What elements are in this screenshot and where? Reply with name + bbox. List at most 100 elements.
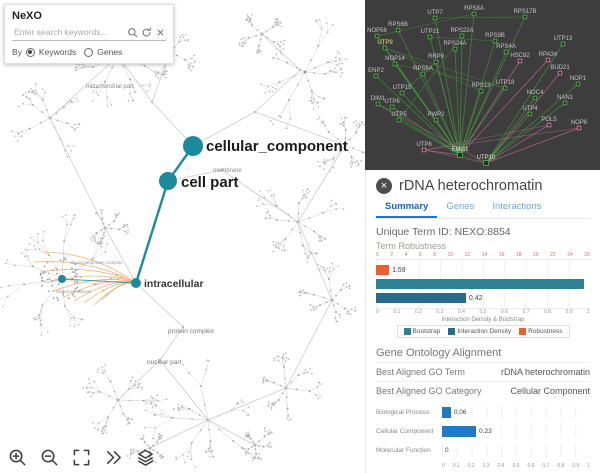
- network-node-label[interactable]: RPS17B: [513, 9, 536, 15]
- tree-node-label[interactable]: mitochondrial part: [86, 84, 134, 90]
- tab-genes[interactable]: Genes: [446, 201, 475, 212]
- network-node-label[interactable]: EMG1: [451, 147, 469, 153]
- network-node[interactable]: [532, 95, 538, 101]
- layers-button[interactable]: [136, 448, 155, 467]
- network-node-label[interactable]: RPS6B: [388, 22, 408, 28]
- interaction-network-canvas[interactable]: RPS6B UTP7 RPS8A RPS17B NOP56 UTP21 RPS22A RPS9…: [365, 0, 600, 170]
- network-node-label[interactable]: BUD21: [550, 65, 570, 71]
- network-node[interactable]: [382, 45, 388, 51]
- network-node[interactable]: [575, 81, 581, 87]
- network-node[interactable]: [471, 11, 477, 17]
- tab-interactions[interactable]: Interactions: [492, 201, 542, 212]
- network-node[interactable]: [545, 57, 551, 63]
- network-node[interactable]: [392, 61, 398, 67]
- radio-keywords-label[interactable]: Keywords: [38, 47, 77, 57]
- network-node[interactable]: [457, 152, 463, 158]
- network-node-label[interactable]: RPS13: [471, 83, 491, 89]
- network-node-label[interactable]: RPA34: [539, 52, 558, 58]
- zoom-in-button[interactable]: [8, 448, 27, 467]
- fit-screen-button[interactable]: [72, 448, 91, 467]
- network-node-label[interactable]: DIM1: [371, 96, 386, 102]
- network-node-label[interactable]: UTP6: [384, 99, 400, 105]
- network-node-label[interactable]: POL5: [541, 117, 557, 123]
- network-node[interactable]: [459, 33, 465, 39]
- network-node-label[interactable]: UTP8: [416, 142, 432, 148]
- network-node[interactable]: [433, 117, 439, 123]
- search-input[interactable]: [12, 26, 124, 38]
- network-node[interactable]: [374, 33, 380, 39]
- network-node-label[interactable]: RPS22A: [450, 28, 473, 34]
- collapse-button[interactable]: [104, 448, 123, 467]
- network-node-label[interactable]: RPS8A: [464, 6, 484, 12]
- network-node-label[interactable]: NAN1: [557, 95, 574, 101]
- network-node[interactable]: [562, 100, 568, 106]
- network-node[interactable]: [389, 104, 395, 110]
- network-node[interactable]: [427, 34, 433, 40]
- tree-node-label[interactable]: membrane: [213, 168, 242, 174]
- zoom-out-button[interactable]: [40, 448, 59, 467]
- network-node-label[interactable]: RPS4A: [496, 44, 516, 50]
- network-node[interactable]: [420, 71, 426, 77]
- network-node-label[interactable]: UTP18: [496, 80, 515, 86]
- network-node[interactable]: [433, 59, 439, 65]
- network-node-label[interactable]: NOC4: [527, 90, 544, 96]
- network-node-label[interactable]: RPS24A: [443, 41, 466, 47]
- tab-summary[interactable]: Summary: [376, 197, 438, 218]
- network-node-label[interactable]: NOP6: [571, 120, 588, 126]
- network-node-label[interactable]: PWP2: [427, 112, 445, 118]
- radio-genes-label[interactable]: Genes: [97, 47, 123, 57]
- clear-icon[interactable]: [155, 27, 166, 38]
- search-icon[interactable]: [127, 27, 138, 38]
- network-node-label[interactable]: UTP5: [391, 112, 407, 118]
- network-node[interactable]: [546, 122, 552, 128]
- network-node[interactable]: [373, 73, 379, 79]
- network-node-label[interactable]: UTP7: [427, 10, 443, 16]
- close-button[interactable]: ×: [376, 178, 392, 194]
- tree-node-label[interactable]: cell part: [181, 174, 239, 191]
- network-node[interactable]: [478, 88, 484, 94]
- tree-node-label[interactable]: protein complex: [168, 328, 215, 335]
- network-node[interactable]: [502, 85, 508, 91]
- network-node-label[interactable]: RPS9B: [485, 33, 505, 39]
- network-node-label[interactable]: UTP21: [421, 29, 440, 35]
- tree-node-label[interactable]: ribosomal subunit: [56, 289, 92, 294]
- radio-genes[interactable]: [84, 47, 94, 57]
- network-node[interactable]: [576, 125, 582, 131]
- network-node[interactable]: [492, 38, 498, 44]
- network-node-label[interactable]: HSC82: [510, 53, 530, 59]
- interaction-network-panel[interactable]: RPS6B UTP7 RPS8A RPS17B NOP56 UTP21 RPS22A RPS9…: [365, 0, 600, 170]
- network-node-label[interactable]: UTP9: [377, 40, 393, 46]
- network-node[interactable]: [557, 70, 563, 76]
- network-node[interactable]: [503, 49, 509, 55]
- network-node[interactable]: [395, 27, 401, 33]
- tree-node-label[interactable]: ribonucleoprotein complex: [70, 260, 123, 265]
- network-node-label[interactable]: ENP2: [368, 68, 384, 74]
- refresh-icon[interactable]: [141, 27, 152, 38]
- network-node-label[interactable]: NOP14: [385, 56, 405, 62]
- network-node[interactable]: [522, 14, 528, 20]
- network-node[interactable]: [399, 90, 405, 96]
- network-node[interactable]: [396, 117, 402, 123]
- network-node-label[interactable]: RPS6A: [413, 66, 433, 72]
- network-node[interactable]: [432, 15, 438, 21]
- tree-node-label[interactable]: nuclear part: [147, 359, 182, 366]
- network-node-label[interactable]: UTP15: [393, 85, 412, 91]
- network-node[interactable]: [375, 101, 381, 107]
- network-node-label[interactable]: UTP10: [477, 155, 496, 161]
- network-node-label[interactable]: RRP9: [428, 54, 445, 60]
- tree-node-label[interactable]: intracellular: [144, 278, 204, 290]
- network-node-label[interactable]: UTP13: [554, 36, 573, 42]
- network-node[interactable]: [483, 160, 489, 166]
- network-node[interactable]: [452, 46, 458, 52]
- network-node[interactable]: [421, 147, 427, 153]
- tree-node-label[interactable]: cellular_component: [206, 138, 348, 155]
- radio-keywords[interactable]: [25, 47, 35, 57]
- network-node-label[interactable]: NOP56: [367, 28, 387, 34]
- network-node[interactable]: [527, 111, 533, 117]
- network-node-label[interactable]: UTP4: [522, 106, 538, 112]
- network-node[interactable]: [517, 58, 523, 64]
- network-node[interactable]: [560, 41, 566, 47]
- network-node-label[interactable]: NOP1: [570, 76, 587, 82]
